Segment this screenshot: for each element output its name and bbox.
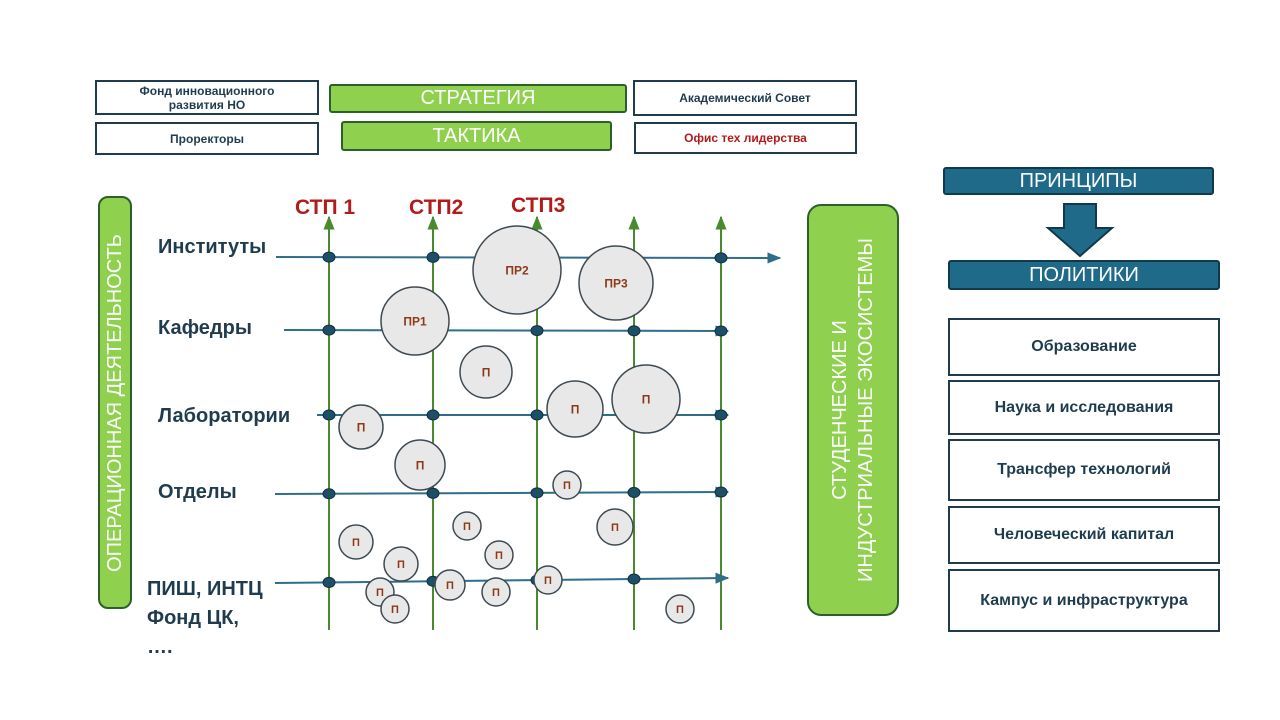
- policy-campus-label: Кампус и инфраструктура: [980, 591, 1188, 609]
- program-bubble-пр3: [578, 245, 654, 321]
- grid-node: [530, 325, 544, 337]
- policy-science-label: Наука и исследования: [994, 398, 1174, 416]
- grid-node: [627, 325, 641, 337]
- strategy-box: СТРАТЕГИЯ: [329, 84, 627, 113]
- project-bubble: [611, 364, 681, 434]
- policy-tech-transfer: Трансфер технологий: [948, 439, 1220, 501]
- policies-title-label: ПОЛИТИКИ: [1029, 263, 1139, 286]
- bubble-label: П: [357, 420, 366, 434]
- policy-science: Наука и исследования: [948, 380, 1220, 435]
- bubble-label: П: [397, 559, 405, 571]
- bubble-label: П: [446, 580, 454, 592]
- grid-node: [426, 487, 440, 499]
- project-bubble: [546, 380, 604, 438]
- bubble-label: П: [495, 550, 503, 562]
- project-bubble: [338, 404, 384, 450]
- project-bubble: [383, 546, 419, 582]
- tactics-box: ТАКТИКА: [341, 121, 612, 151]
- bubble-label: П: [492, 587, 500, 599]
- bubble-label: П: [544, 575, 552, 587]
- grid-node: [530, 487, 544, 499]
- bubble-label: П: [376, 587, 384, 599]
- project-bubble: [394, 439, 446, 491]
- project-bubble: [459, 345, 513, 399]
- grid-node: [714, 325, 728, 337]
- bubble-label: ПР2: [505, 263, 529, 277]
- operational-activity-pill: ОПЕРАЦИОННАЯ ДЕЯТЕЛЬНОСТЬ: [98, 196, 132, 609]
- project-bubble: [434, 569, 466, 601]
- grid-node: [714, 252, 728, 264]
- policy-human-capital: Человеческий капитал: [948, 506, 1220, 564]
- grid-node: [322, 251, 336, 263]
- bubble-label: П: [571, 402, 580, 416]
- tech-leadership-office-box: Офис тех лидерства: [634, 122, 857, 154]
- project-bubble: [338, 524, 374, 560]
- stp-label-3: СТП3: [511, 194, 566, 217]
- project-bubble: [481, 577, 511, 607]
- bubble-label: ПР1: [403, 314, 427, 328]
- policies-title-box: ПОЛИТИКИ: [948, 260, 1220, 290]
- grid-node: [322, 488, 336, 500]
- program-bubble-пр1: [380, 286, 450, 356]
- policy-human-capital-label: Человеческий капитал: [993, 526, 1175, 543]
- grid-node: [714, 486, 728, 498]
- down-arrow-icon: [1045, 203, 1115, 258]
- bubble-label: П: [642, 392, 651, 406]
- ecosystems-pill: СТУДЕНЧЕСКИЕ И ИНДУСТРИАЛЬНЫЕ ЭКОСИСТЕМЫ: [807, 204, 899, 616]
- project-bubble: [380, 594, 410, 624]
- project-bubble: [533, 565, 563, 595]
- grid-node: [627, 486, 641, 498]
- bubble-label: П: [611, 522, 619, 534]
- row-label-divisions: Отделы: [158, 481, 237, 503]
- grid-node: [627, 573, 641, 585]
- row-label-pish: ПИШ, ИНТЦ Фонд ЦК, ….: [147, 578, 263, 658]
- policy-campus: Кампус и инфраструктура: [948, 569, 1220, 632]
- grid-node: [426, 409, 440, 421]
- strategy-label: СТРАТЕГИЯ: [420, 87, 536, 109]
- grid-node: [322, 576, 336, 588]
- project-bubble: [484, 540, 514, 570]
- row-axis-divisions: [274, 486, 730, 498]
- bubble-label: П: [416, 458, 425, 472]
- policy-education-label: Образование: [1031, 338, 1137, 355]
- project-bubble: [452, 511, 482, 541]
- academic-council-label: Академический Совет: [679, 91, 811, 105]
- bubble-label: П: [391, 604, 399, 616]
- project-bubble: [552, 470, 582, 500]
- fund-label: Фонд инновационного развития НО: [139, 83, 275, 112]
- grid-node: [322, 409, 336, 421]
- bubble-label: П: [676, 604, 684, 616]
- program-bubble-пр2: [472, 225, 562, 315]
- vice-rectors-box: Проректоры: [95, 122, 319, 155]
- tech-leadership-office-label: Офис тех лидерства: [684, 131, 807, 145]
- bubble-label: П: [463, 521, 471, 533]
- bubble-label: П: [482, 365, 491, 379]
- stp-label-1: СТП 1: [295, 196, 356, 219]
- stp-label-2: СТП2: [409, 196, 464, 219]
- policy-education: Образование: [948, 318, 1220, 376]
- row-label-departments: Кафедры: [158, 317, 252, 339]
- row-label-labs: Лаборатории: [158, 405, 291, 427]
- row-axis-departments: [283, 325, 730, 337]
- grid-node: [426, 251, 440, 263]
- bubble-label: П: [563, 480, 571, 492]
- academic-council-box: Академический Совет: [633, 80, 857, 116]
- fund-box: Фонд инновационного развития НО: [95, 80, 319, 115]
- grid-node: [322, 324, 336, 336]
- policy-tech-transfer-label: Трансфер технологий: [997, 461, 1171, 478]
- project-bubble: [665, 594, 695, 624]
- principles-box: ПРИНЦИПЫ: [943, 167, 1214, 195]
- grid-node: [530, 409, 544, 421]
- project-bubble: [596, 508, 634, 546]
- tactics-label: ТАКТИКА: [432, 124, 521, 147]
- bubble-label: ПР3: [604, 276, 628, 290]
- principles-label: ПРИНЦИПЫ: [1019, 169, 1138, 192]
- grid-node: [714, 409, 728, 421]
- row-label-institutes: Институты: [158, 236, 267, 258]
- bubble-label: П: [352, 537, 360, 549]
- vice-rectors-label: Проректоры: [170, 131, 244, 146]
